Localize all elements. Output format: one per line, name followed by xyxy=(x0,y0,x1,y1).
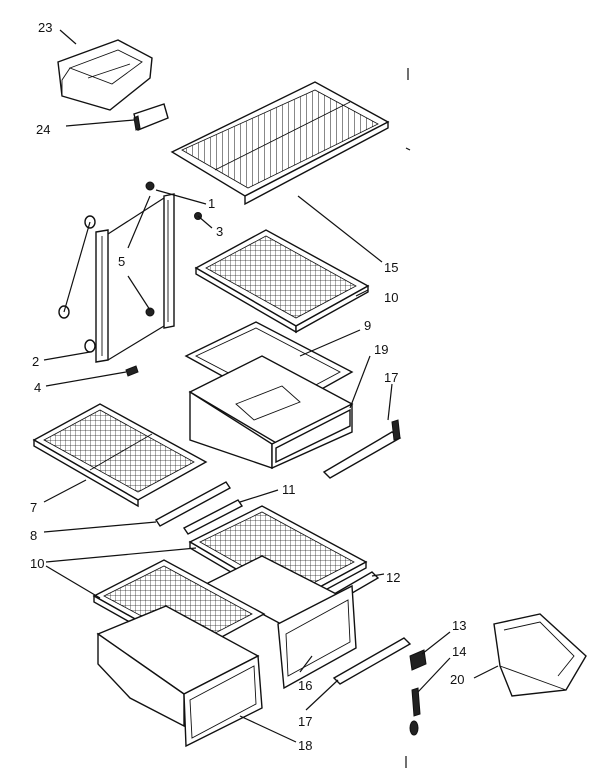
callout-8: 8 xyxy=(30,528,37,543)
callout-23: 23 xyxy=(38,20,52,35)
part-2-shelf-ladder-left xyxy=(58,215,109,363)
callout-16: 16 xyxy=(298,678,312,693)
callout-4: 4 xyxy=(34,380,41,395)
part-4-ladder-screw xyxy=(125,365,139,377)
callout-19: 19 xyxy=(374,342,388,357)
part-23-small-bin xyxy=(57,39,153,111)
callout-14: 14 xyxy=(452,644,466,659)
callout-labels: 23 24 1 3 5 2 4 15 10 9 19 17 7 11 8 10 … xyxy=(30,20,466,753)
callout-24: 24 xyxy=(36,122,50,137)
callout-3: 3 xyxy=(216,224,223,239)
callout-7: 7 xyxy=(30,500,37,515)
part-11-shelf-trim xyxy=(182,499,244,535)
callout-10-lower: 10 xyxy=(30,556,44,571)
callout-17-lower: 17 xyxy=(298,714,312,729)
part-17-crisper-handle-lower xyxy=(332,637,412,685)
callout-2: 2 xyxy=(32,354,39,369)
callout-9: 9 xyxy=(364,318,371,333)
part-24-bin-clip xyxy=(133,103,169,131)
part-19-crisper-drawer xyxy=(188,355,354,470)
part-8-shelf-trim xyxy=(154,481,232,527)
part-14-screw xyxy=(409,687,421,736)
callout-17-upper: 17 xyxy=(384,370,398,385)
callout-20: 20 xyxy=(450,672,464,687)
callout-12: 12 xyxy=(386,570,400,585)
part-13-clip xyxy=(409,649,427,671)
scan-marks xyxy=(405,68,411,768)
callout-5: 5 xyxy=(118,254,125,269)
part-17-crisper-handle-upper xyxy=(322,419,402,479)
part-20-door-bin xyxy=(493,613,587,697)
part-18-lower-drawer xyxy=(96,605,263,748)
part-7-glass-shelf-left xyxy=(32,403,208,508)
callout-11: 11 xyxy=(282,482,296,497)
callout-13: 13 xyxy=(452,618,466,633)
callout-10-upper: 10 xyxy=(384,290,398,305)
leader-lines xyxy=(43,29,499,743)
part-10-glass-shelf-upper xyxy=(194,229,370,334)
part-1-shelf-ladder-right xyxy=(145,181,175,329)
part-5-ladder-braces xyxy=(63,197,165,361)
callout-1: 1 xyxy=(208,196,215,211)
callout-15: 15 xyxy=(384,260,398,275)
callout-18: 18 xyxy=(298,738,312,753)
part-15-wire-shelf xyxy=(170,81,390,206)
part-16-right-drawer xyxy=(204,555,357,690)
